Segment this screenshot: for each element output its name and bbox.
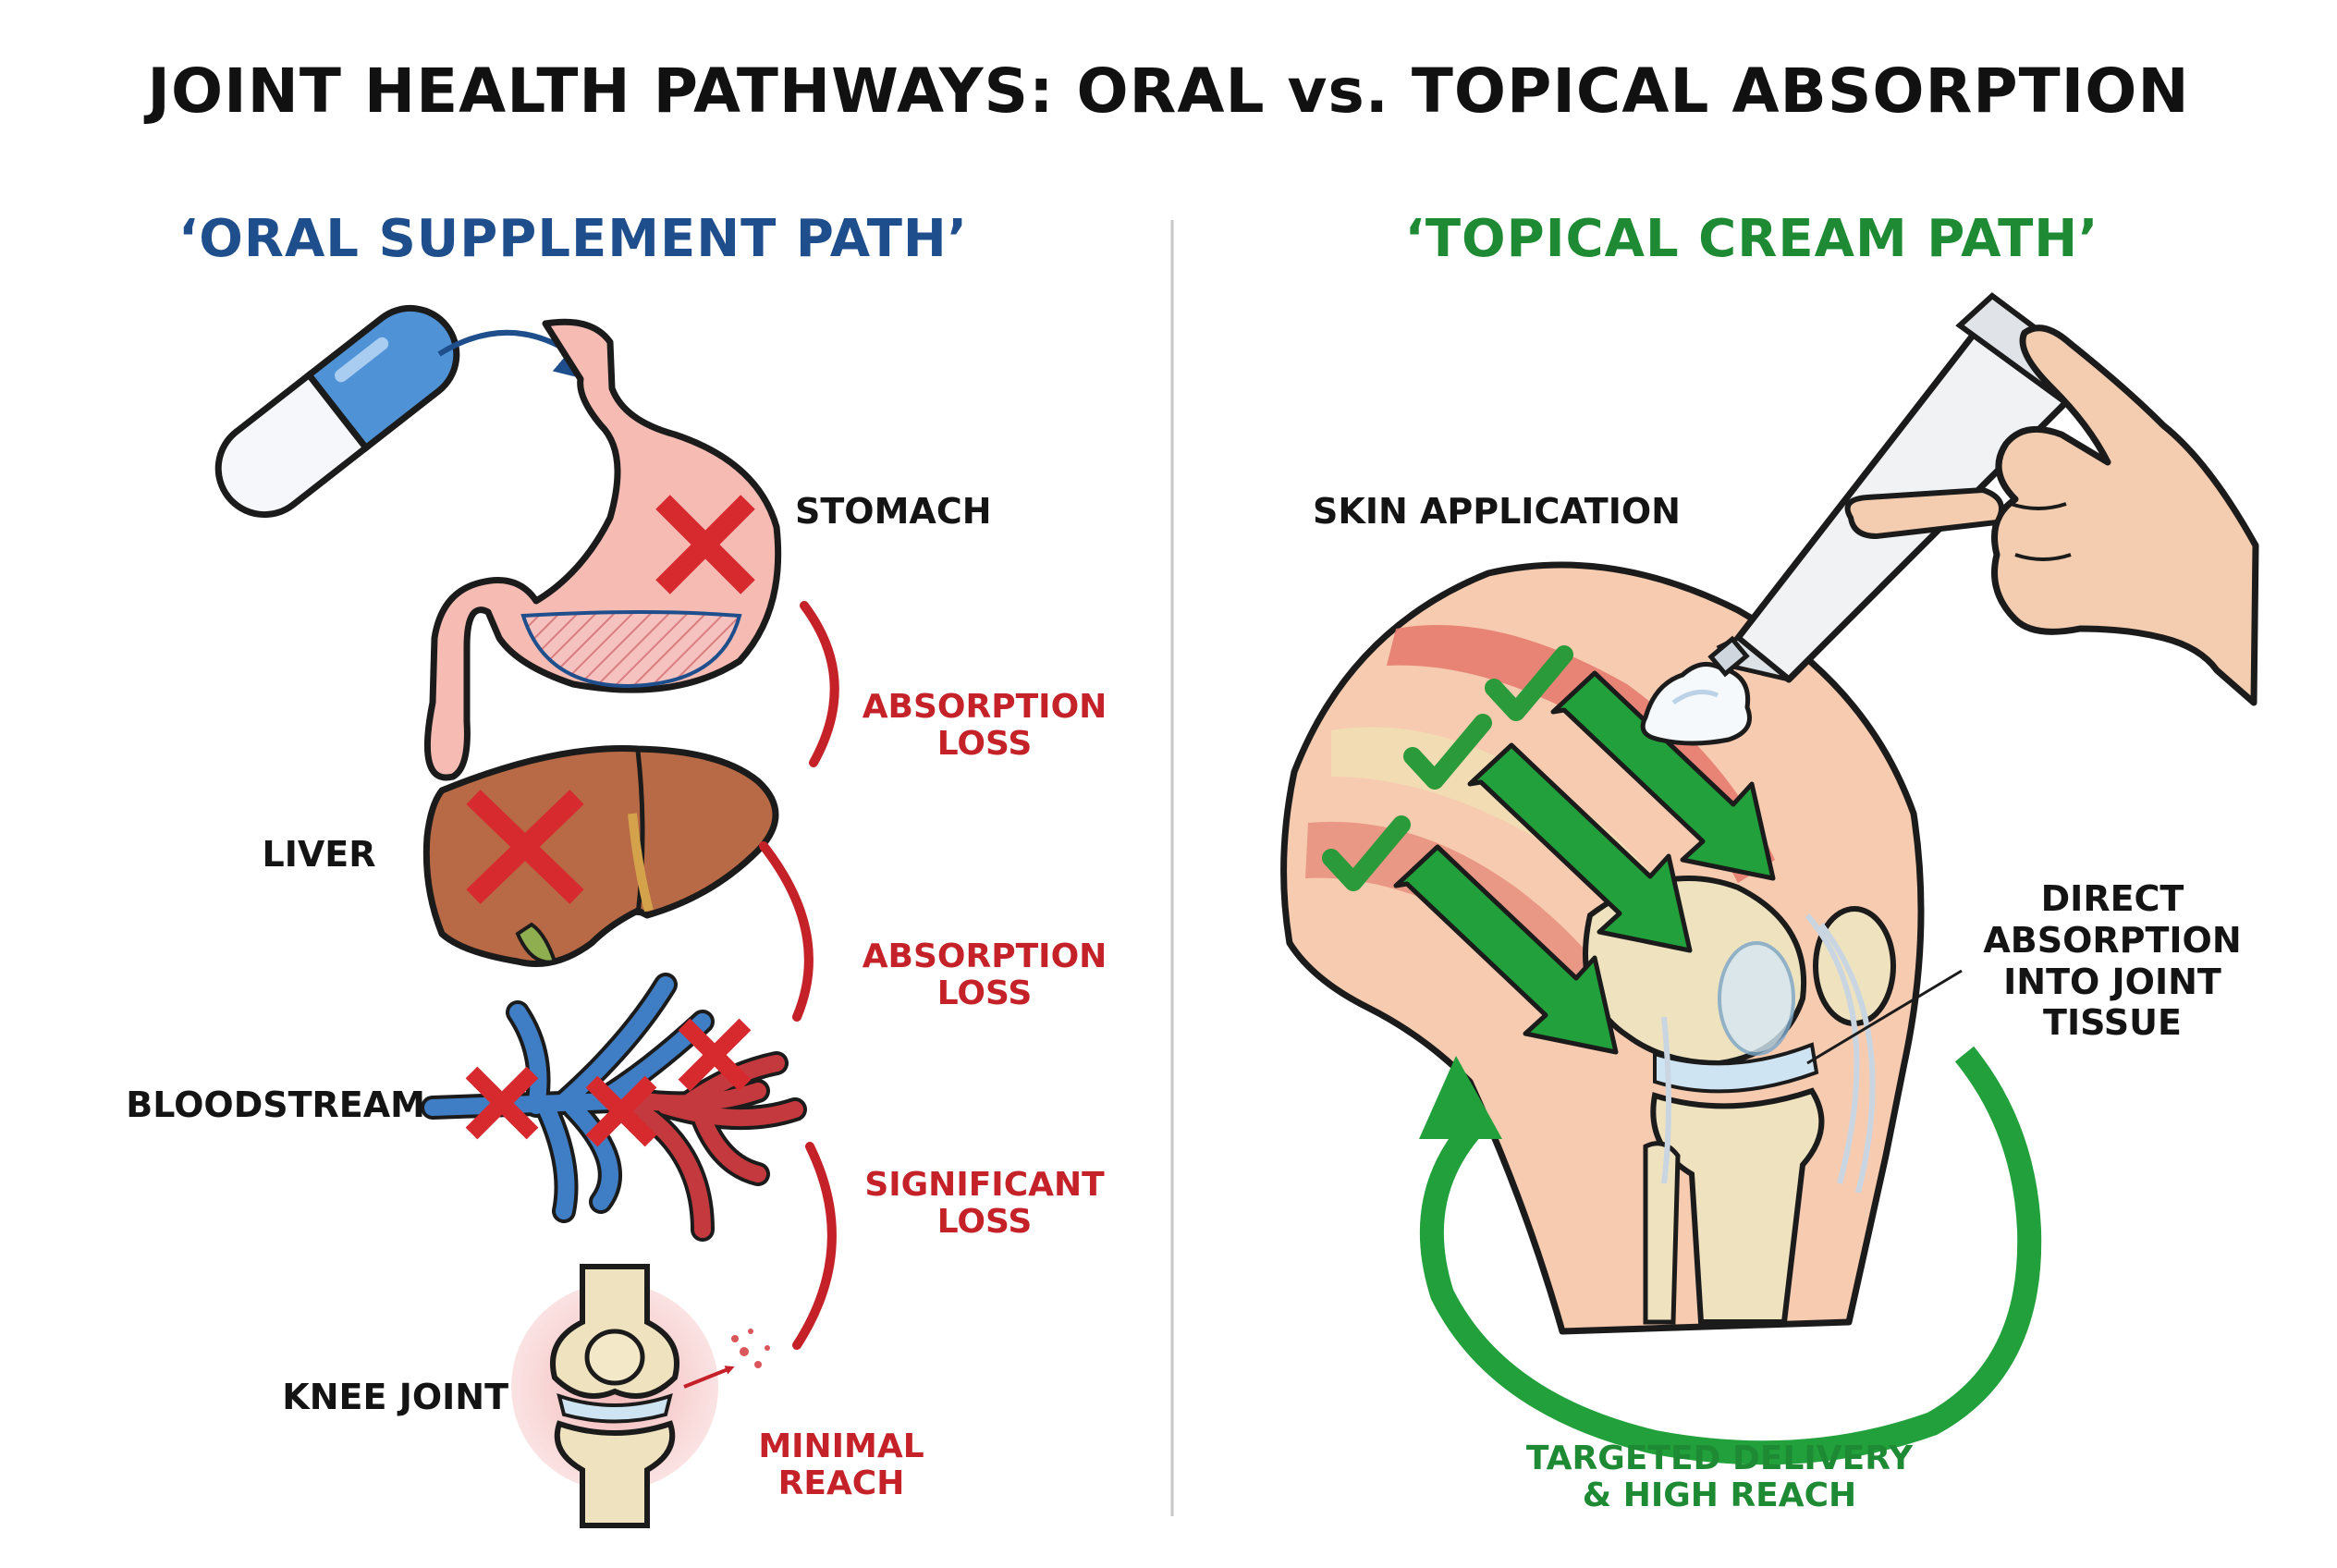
topical-heading: ‘TOPICAL CREAM PATH’ <box>1317 211 2186 269</box>
liver-icon <box>426 749 776 964</box>
direct-absorption-label: DIRECT ABSORPTION INTO JOINT TISSUE <box>1960 878 2265 1044</box>
page-title: JOINT HEALTH PATHWAYS: ORAL vs. TOPICAL … <box>0 57 2337 126</box>
oral-heading: ‘ORAL SUPPLEMENT PATH’ <box>139 211 1008 269</box>
targeted-delivery-label: TARGETED DELIVERY& HIGH REACH <box>1470 1440 1969 1515</box>
bloodstream-label: BLOODSTREAM <box>46 1085 425 1125</box>
skin-application-label: SKIN APPLICATION <box>1313 492 1756 532</box>
capsule-icon <box>200 289 475 533</box>
loss-arrow-icon <box>764 606 835 1345</box>
hand-icon <box>1848 328 2256 703</box>
stomach-label: STOMACH <box>795 492 1072 532</box>
knee-joint-label: KNEE JOINT <box>185 1378 508 1417</box>
liver-label: LIVER <box>222 835 416 875</box>
stomach-icon <box>427 322 777 778</box>
